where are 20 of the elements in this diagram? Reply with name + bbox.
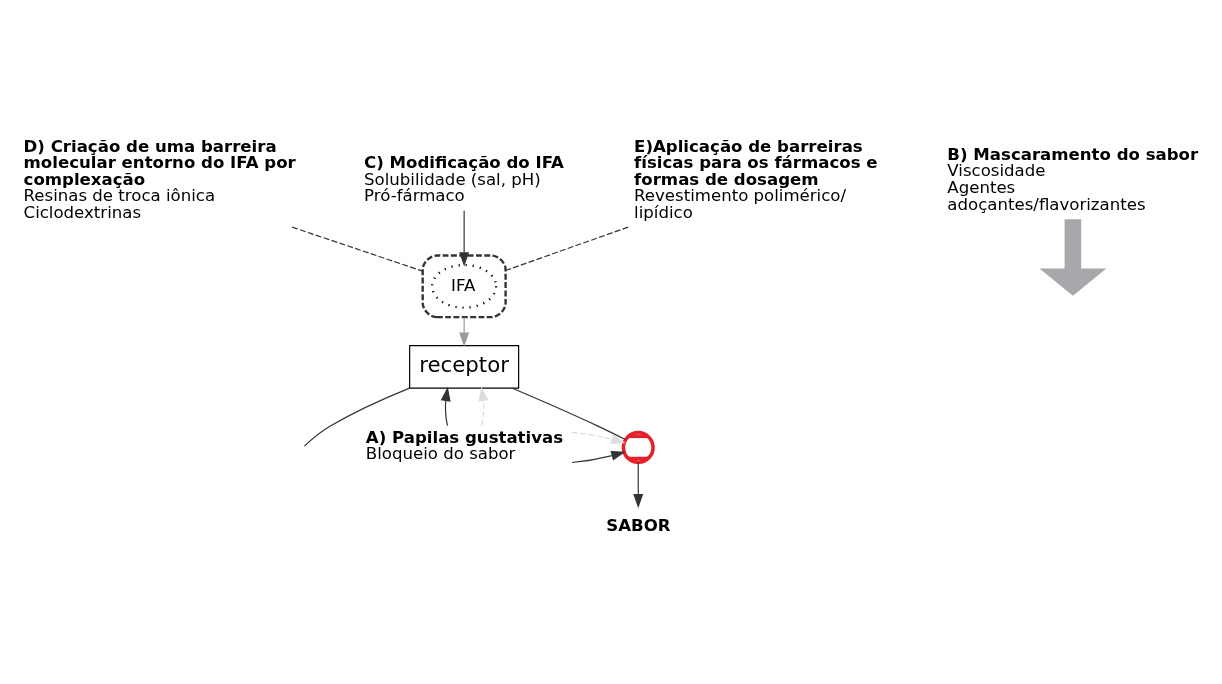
node-text: D) Criação de uma barreira molecular entorno do IFA por complexação Resinas de troca iônica Ciclodextrinas: [23, 136, 296, 222]
node-text: C) Modificação do IFA Solubilidade (sal, pH) Pró-fármaco: [364, 153, 564, 206]
arrow: [440, 386, 451, 427]
arrow: [1039, 219, 1107, 296]
node-text: A) Papilas gustativas Bloqueio do sabor: [365, 427, 564, 464]
arrow: [459, 316, 470, 347]
arrow: [571, 450, 626, 464]
arrow: [459, 210, 470, 267]
connector: [511, 387, 626, 441]
node-text: B) Mascaramento do sabor Viscosidade Agentes adoçantes/flavorizantes: [947, 144, 1199, 214]
connector: [303, 387, 411, 447]
node-ellipse: IFA: [430, 263, 498, 309]
connector: [291, 226, 424, 272]
node-box: receptor: [409, 344, 520, 389]
arrow: [571, 431, 626, 444]
arrow: [478, 386, 489, 427]
arrow: [633, 462, 644, 509]
node-text: E)Aplicação de barreiras físicas para os fármacos e formas de dosagem Revestimento polimérico/ lipídico: [634, 136, 878, 222]
connector: [505, 226, 629, 272]
node-text: SABOR: [606, 516, 671, 536]
